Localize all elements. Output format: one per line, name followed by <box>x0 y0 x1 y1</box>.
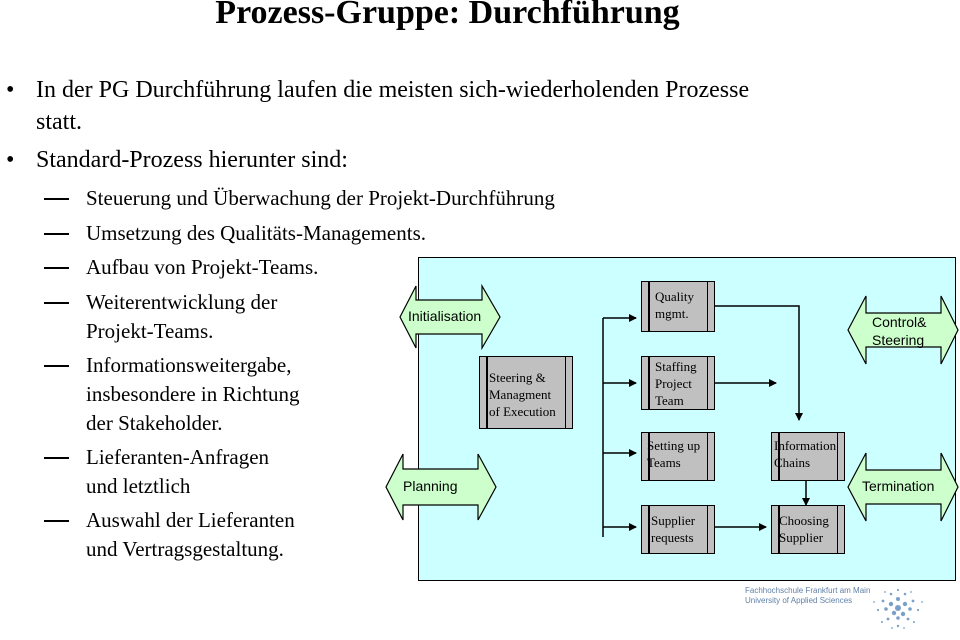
bullet-text: Standard-Prozess hierunter sind: <box>36 147 348 173</box>
steering-management-label: Steering & Managment of Execution <box>489 370 556 419</box>
sub-item-text: Lieferanten-Anfragen <box>86 445 270 469</box>
termination-arrow-shape <box>847 452 959 522</box>
control-arrow-shape <box>847 295 959 365</box>
setting-up-teams-box: Setting up Teams <box>641 432 715 481</box>
logo-line-1: Fachhochschule Frankfurt am Main <box>745 586 871 595</box>
bullet-dot-icon: • <box>6 147 15 173</box>
dash-icon <box>44 457 69 459</box>
termination-label: Termination <box>862 478 935 494</box>
choosing-supplier-box: Choosing Supplier <box>771 505 845 554</box>
planning-arrow-shape <box>385 453 497 521</box>
supplier-requests-box: Supplier requests <box>641 505 715 554</box>
staffing-project-team-box: Staffing Project Team <box>641 356 715 410</box>
sub-item-text: Umsetzung des Qualitäts-Managements. <box>86 221 426 245</box>
logo-line-2: University of Applied Sciences <box>745 596 853 605</box>
steering-management-box: Steering & Managment of Execution <box>479 356 573 429</box>
sub-item-text: Projekt-Teams. <box>86 319 214 343</box>
bullet-dot-icon: • <box>6 77 15 103</box>
sub-item-text: und letztlich <box>86 474 191 498</box>
sub-item-text: und Vertragsgestaltung. <box>86 537 284 561</box>
supplier-requests-label: Supplier requests <box>651 513 696 545</box>
planning-label: Planning <box>403 478 458 494</box>
sub-item-text: Informationsweitergabe, <box>86 353 292 377</box>
sub-item-text: Auswahl der Lieferanten <box>86 508 295 532</box>
quality-mgmt-label: Quality mgmt. <box>655 289 694 321</box>
slide-title: Prozess-Gruppe: Durchführung <box>215 0 680 31</box>
sub-item-text: Steuerung und Überwachung der Projekt-Du… <box>86 186 555 210</box>
dash-icon <box>44 198 69 200</box>
initialisation-arrow-shape <box>399 283 501 351</box>
control-steering-label: Control& Steering <box>872 314 927 348</box>
information-chains-box: Information Chains <box>771 432 845 481</box>
university-logo-text: Fachhochschule Frankfurt am Main Univers… <box>745 586 870 606</box>
information-chains-label: Information Chains <box>774 438 837 470</box>
connector-line <box>714 305 803 421</box>
sub-item-text: der Stakeholder. <box>86 411 223 435</box>
sub-item-text: insbesondere in Richtung <box>86 382 300 406</box>
dash-icon <box>44 520 69 522</box>
bullet-text: In der PG Durchführung laufen die meiste… <box>36 77 750 103</box>
sub-item-text: Weiterentwicklung der <box>86 290 278 314</box>
sub-item-text: Aufbau von Projekt-Teams. <box>86 255 319 279</box>
quality-mgmt-box: Quality mgmt. <box>641 281 715 332</box>
dash-icon <box>44 233 69 235</box>
dash-icon <box>44 302 69 304</box>
dash-icon <box>44 365 69 367</box>
staffing-project-team-label: Staffing Project Team <box>655 359 697 408</box>
choosing-supplier-label: Choosing Supplier <box>779 513 829 545</box>
university-logo-icon <box>873 588 923 629</box>
initialisation-label: Initialisation <box>408 308 482 324</box>
bullet-text: statt. <box>36 109 82 135</box>
setting-up-teams-label: Setting up Teams <box>647 438 701 470</box>
dash-icon <box>44 267 69 269</box>
